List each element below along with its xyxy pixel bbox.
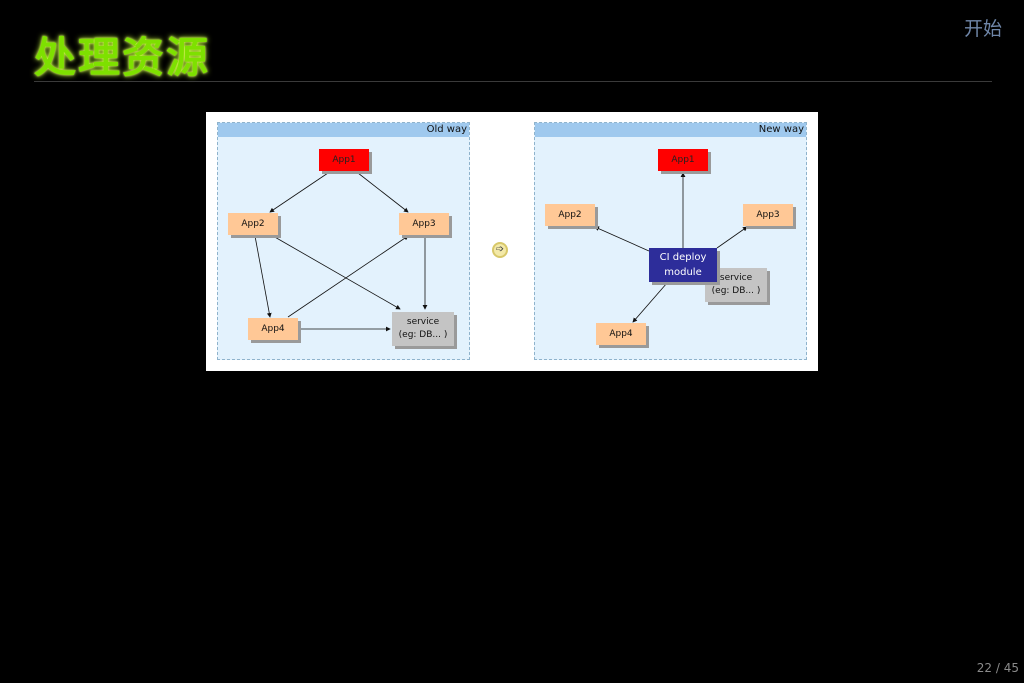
arrow-right-icon: ➩ [492,242,508,258]
new-way-edges [594,172,748,323]
old-way-panel: Old way App1 App2 App3 App4 service (eg:… [217,122,470,360]
edge-ci-app4 [632,282,668,323]
new-service-line2: (eg: DB... ) [711,286,761,296]
title-divider [34,81,992,82]
new-app1-node: App1 [658,149,708,171]
ci-line1: CI deploy [659,252,707,263]
deployment-diagram: Old way App1 App2 App3 App4 service (eg:… [206,112,818,371]
edge-app1-app2 [269,172,329,213]
old-app1-node: App1 [319,149,369,171]
new-app3-node: App3 [743,204,793,226]
old-app3-node: App3 [399,213,449,235]
old-way-header: Old way [218,123,469,137]
edge-ci-app2 [594,226,650,252]
edge-app2-app4 [254,235,272,318]
new-service-line1: service [719,273,753,283]
new-service-node: service (eg: DB... ) [705,268,767,302]
edge-app2-service [272,235,401,310]
old-app4-node: App4 [248,318,298,340]
new-app4-node: App4 [596,323,646,345]
old-service-line1: service [406,317,440,327]
old-app2-node: App2 [228,213,278,235]
edge-app1-app3 [357,172,409,213]
old-way-edges [254,172,428,332]
page-title: 处理资源 [34,33,211,82]
old-service-line2: (eg: DB... ) [398,330,448,340]
edge-app4-app3 [287,235,409,318]
new-app2-node: App2 [545,204,595,226]
ci-deploy-module-node: CI deploy module [649,248,717,282]
edge-ci-app3 [716,226,748,249]
new-way-header: New way [535,123,806,137]
old-service-node: service (eg: DB... ) [392,312,454,346]
page-indicator: 22 / 45 [976,661,1019,675]
new-way-panel: New way App1 App2 App3 App4 service (eg:… [534,122,807,360]
start-link[interactable]: 开始 [963,18,1002,40]
ci-line2: module [664,267,702,278]
